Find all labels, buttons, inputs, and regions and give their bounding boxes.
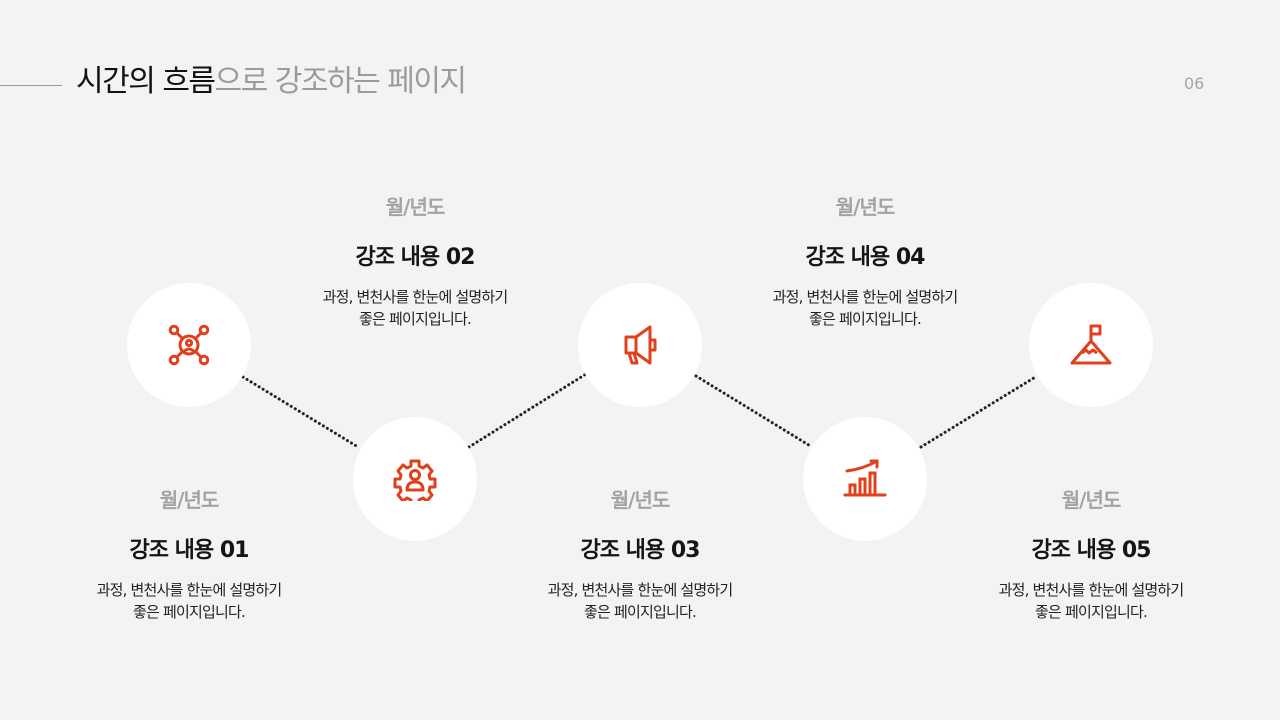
- page-title: 시간의 흐름으로 강조하는 페이지: [76, 62, 467, 102]
- timeline-node-2: [353, 417, 477, 541]
- item-heading: 강조 내용 01: [129, 538, 250, 563]
- item-description: 과정, 변천사를 한눈에 설명하기 좋은 페이지입니다.: [961, 579, 1221, 623]
- item-heading: 강조 내용 05: [1031, 538, 1152, 563]
- item-date: 월/년도: [1061, 488, 1122, 512]
- item-description: 과정, 변천사를 한눈에 설명하기 좋은 페이지입니다.: [285, 286, 545, 330]
- connector-line: [241, 375, 360, 449]
- timeline-item-3: 월/년도 강조 내용 03 과정, 변천사를 한눈에 설명하기 좋은 페이지입니…: [510, 485, 770, 623]
- item-heading: 강조 내용 02: [355, 245, 476, 270]
- gear-user-icon: [393, 459, 437, 501]
- item-date: 월/년도: [835, 195, 896, 219]
- description-line: 과정, 변천사를 한눈에 설명하기: [547, 581, 734, 599]
- description-line: 과정, 변천사를 한눈에 설명하기: [322, 288, 509, 306]
- connector-line: [467, 372, 588, 449]
- timeline-node-3: [578, 283, 702, 407]
- megaphone-icon: [624, 325, 657, 365]
- timeline-item-4: 월/년도 강조 내용 04 과정, 변천사를 한눈에 설명하기 좋은 페이지입니…: [735, 192, 995, 330]
- timeline-item-2: 월/년도 강조 내용 02 과정, 변천사를 한눈에 설명하기 좋은 페이지입니…: [285, 192, 545, 330]
- item-heading: 강조 내용 04: [805, 245, 926, 270]
- item-description: 과정, 변천사를 한눈에 설명하기 좋은 페이지입니다.: [735, 286, 995, 330]
- item-date: 월/년도: [385, 195, 446, 219]
- item-heading: 강조 내용 03: [580, 538, 701, 563]
- description-line: 좋은 페이지입니다.: [133, 603, 246, 621]
- connector-line: [694, 374, 814, 449]
- page-number: 06: [1184, 74, 1205, 93]
- timeline-node-1: [127, 283, 251, 407]
- item-description: 과정, 변천사를 한눈에 설명하기 좋은 페이지입니다.: [510, 579, 770, 623]
- timeline-item-1: 월/년도 강조 내용 01 과정, 변천사를 한눈에 설명하기 좋은 페이지입니…: [59, 485, 319, 623]
- timeline-node-5: [1029, 283, 1153, 407]
- item-date: 월/년도: [610, 488, 671, 512]
- description-line: 과정, 변천사를 한눈에 설명하기: [998, 581, 1185, 599]
- header-divider-line: [0, 85, 62, 86]
- description-line: 좋은 페이지입니다.: [359, 310, 472, 328]
- item-date: 월/년도: [159, 488, 220, 512]
- growth-chart-icon: [843, 459, 887, 497]
- item-description: 과정, 변천사를 한눈에 설명하기 좋은 페이지입니다.: [59, 579, 319, 623]
- connector-line: [919, 374, 1039, 449]
- timeline-node-4: [803, 417, 927, 541]
- description-line: 좋은 페이지입니다.: [1035, 603, 1148, 621]
- timeline-item-5: 월/년도 강조 내용 05 과정, 변천사를 한눈에 설명하기 좋은 페이지입니…: [961, 485, 1221, 623]
- page-title-emphasis: 시간의 흐름: [76, 64, 216, 99]
- description-line: 좋은 페이지입니다.: [809, 310, 922, 328]
- mountain-flag-icon: [1070, 324, 1112, 365]
- description-line: 좋은 페이지입니다.: [584, 603, 697, 621]
- page-title-rest: 으로 강조하는 페이지: [214, 64, 467, 99]
- description-line: 과정, 변천사를 한눈에 설명하기: [772, 288, 959, 306]
- network-user-icon: [168, 324, 210, 366]
- description-line: 과정, 변천사를 한눈에 설명하기: [96, 581, 283, 599]
